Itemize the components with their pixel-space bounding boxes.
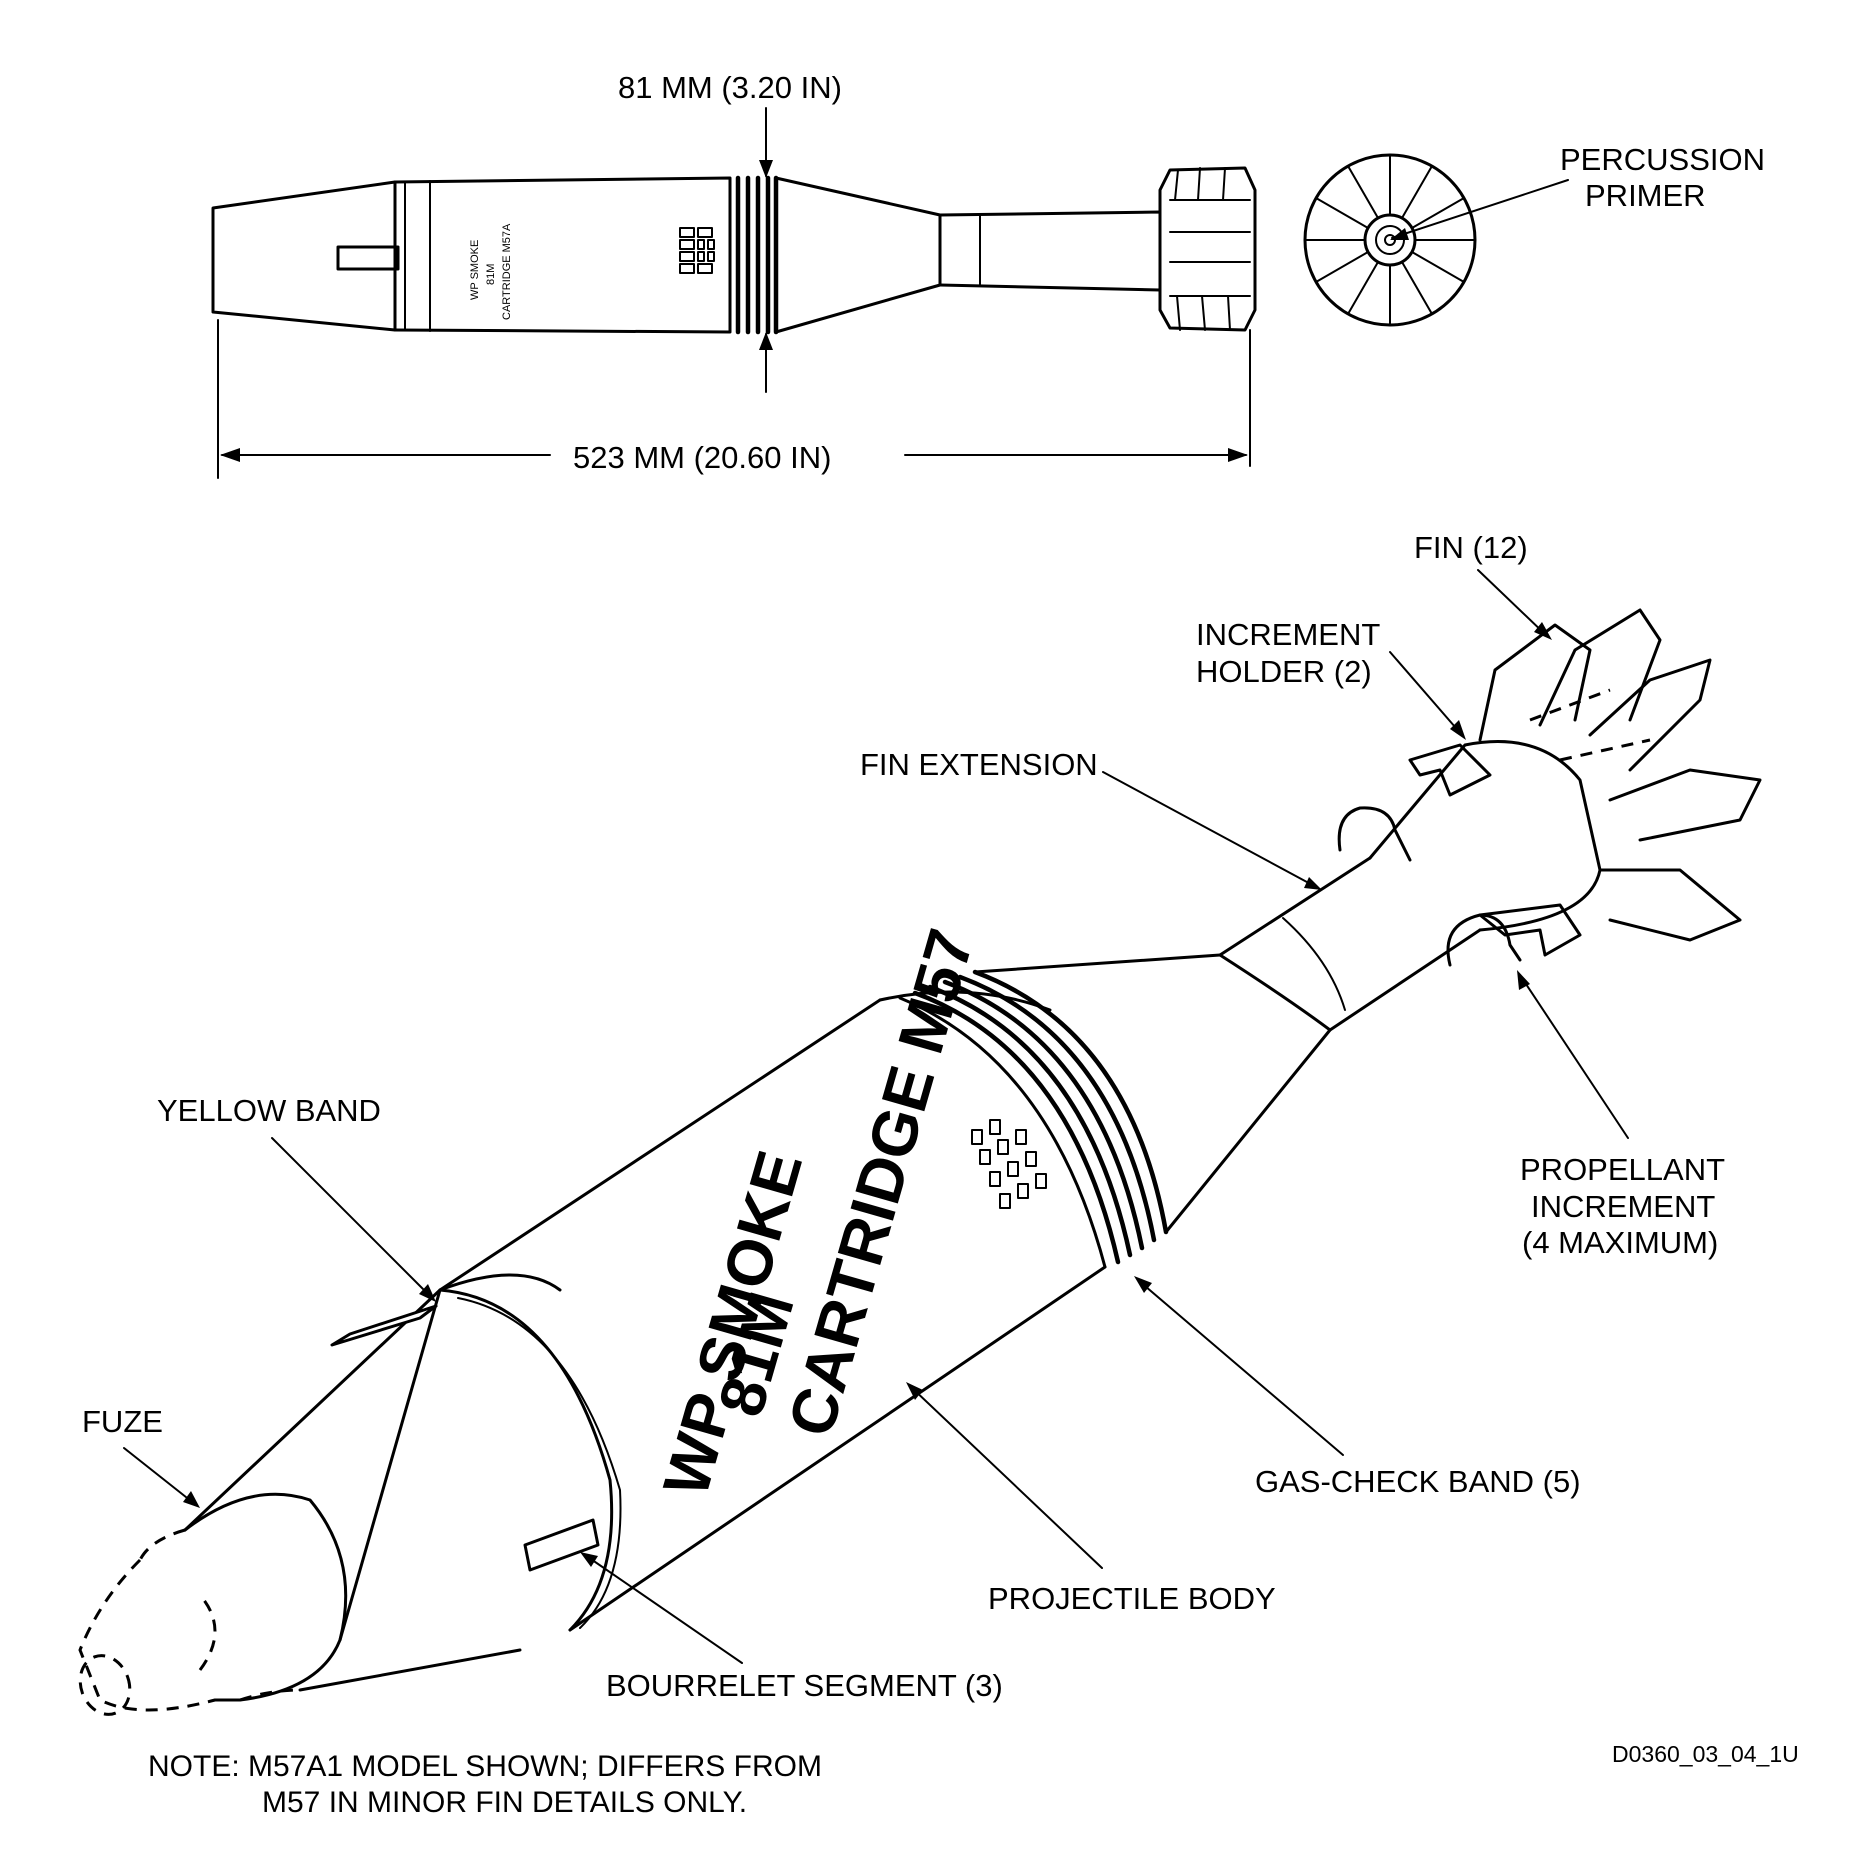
fuze [183, 1492, 348, 1702]
increment-holder-callout: INCREMENT HOLDER (2) [1196, 617, 1466, 740]
fin-extension-callout: FIN EXTENSION [860, 747, 1322, 890]
fuze-label: FUZE [82, 1404, 163, 1439]
gas-check-band-label: GAS-CHECK BAND (5) [1255, 1464, 1581, 1499]
propellant-increment-label-line2: INCREMENT [1531, 1189, 1715, 1224]
side-gas-check-bands [735, 175, 779, 335]
yellow-band-callout: YELLOW BAND [157, 1093, 436, 1302]
bourrelet-segment-lower [523, 1518, 600, 1572]
increment-holder-label-line2: HOLDER (2) [1196, 654, 1372, 689]
end-view-fins [1304, 154, 1476, 326]
side-taper [774, 176, 942, 334]
taper-cone [973, 953, 1332, 1234]
side-marking-2: CARTRIDGE M57A [501, 223, 513, 320]
length-dimension: 523 MM (20.60 IN) [217, 319, 1251, 479]
bourrelet-segment-upper [330, 1304, 438, 1347]
side-marking-1: 81M [485, 264, 497, 285]
end-view: PERCUSSION PRIMER [1303, 142, 1765, 327]
figure-id: D0360_03_04_1U [1612, 1741, 1799, 1767]
side-fin-extension [938, 210, 1162, 292]
fin-extension [1218, 856, 1482, 1032]
fin-label: FIN (12) [1414, 530, 1528, 565]
projectile-body-callout: PROJECTILE BODY [906, 1382, 1276, 1616]
percussion-primer-label-line2: PRIMER [1585, 178, 1706, 213]
yellow-band [438, 1288, 614, 1632]
propellant-increment-label-line1: PROPELLANT [1520, 1152, 1725, 1187]
side-fuze [211, 180, 397, 332]
side-body [393, 176, 732, 334]
gas-check-band [898, 969, 1169, 1269]
increment-holder-label-line1: INCREMENT [1196, 617, 1380, 652]
diameter-dimension: 81 MM (3.20 IN) [618, 70, 842, 393]
fuze-callout: FUZE [82, 1404, 200, 1508]
gas-check-band-callout: GAS-CHECK BAND (5) [1134, 1276, 1581, 1499]
fin-callout: FIN (12) [1414, 530, 1552, 640]
note-line1: NOTE: M57A1 MODEL SHOWN; DIFFERS FROM [148, 1750, 822, 1783]
body-lot-marks [971, 1119, 1047, 1209]
bourrelet-segment-callout: BOURRELET SEGMENT (3) [580, 1552, 1003, 1703]
side-fins [1158, 166, 1257, 332]
yellow-band-label: YELLOW BAND [157, 1093, 381, 1128]
length-label: 523 MM (20.60 IN) [573, 440, 831, 475]
fuze-nose [78, 1528, 301, 1716]
note-line2: M57 IN MINOR FIN DETAILS ONLY. [262, 1786, 747, 1819]
fin-hub [1368, 740, 1602, 932]
fin-extension-label: FIN EXTENSION [860, 747, 1098, 782]
percussion-primer-label-line1: PERCUSSION [1560, 142, 1765, 177]
propellant-increment-callout: PROPELLANT INCREMENT (4 MAXIMUM) [1517, 970, 1725, 1260]
projectile-body [438, 998, 1107, 1632]
diameter-label: 81 MM (3.20 IN) [618, 70, 842, 105]
side-lot-marks [679, 227, 715, 274]
projectile-body-label: PROJECTILE BODY [988, 1581, 1276, 1616]
side-view: WP SMOKE 81M CARTRIDGE M57A [211, 166, 1257, 335]
side-fuze-slot [336, 245, 400, 271]
increment-holders [1337, 743, 1582, 967]
fins [1478, 608, 1762, 942]
ogive [438, 1273, 562, 1292]
bourrelet-segment-label: BOURRELET SEGMENT (3) [606, 1668, 1003, 1703]
side-marking-0: WP SMOKE [469, 240, 481, 300]
propellant-increment-label-line3: (4 MAXIMUM) [1522, 1225, 1718, 1260]
